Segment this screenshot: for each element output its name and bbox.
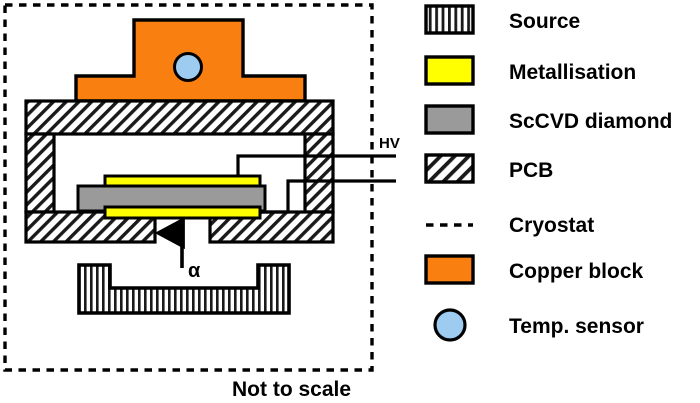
diagonal-hatch-swatch <box>424 153 475 184</box>
legend-item-metallisation: Metallisation <box>424 55 636 86</box>
legend-item-temp-sensor: Temp. sensor <box>433 308 644 342</box>
legend-label-copper-block: Copper block <box>509 260 644 283</box>
source <box>77 263 291 315</box>
legend-label-source: Source <box>509 10 580 33</box>
legend: Source Metallisation ScCVD diamond PCB C… <box>424 4 672 342</box>
pcb <box>24 99 335 244</box>
legend-label-metallisation: Metallisation <box>509 61 636 84</box>
legend-label-temp-sensor: Temp. sensor <box>509 315 644 338</box>
legend-label-pcb: PCB <box>509 159 553 182</box>
legend-item-source: Source <box>424 4 580 35</box>
legend-item-cryostat: Cryostat <box>426 214 594 237</box>
legend-item-copper-block: Copper block <box>424 254 644 285</box>
circle-swatch <box>433 308 467 342</box>
alpha-label: α <box>188 260 201 282</box>
solid-swatch-copper <box>424 254 475 285</box>
cryostat-boundary <box>3 3 374 372</box>
legend-label-sccvd-diamond: ScCVD diamond <box>509 110 672 133</box>
figure-caption: Not to scale <box>232 378 351 401</box>
legend-label-cryostat: Cryostat <box>509 214 594 237</box>
hv-wire-bottom <box>258 179 396 214</box>
vertical-hatch-swatch <box>424 4 475 35</box>
hv-wiring <box>236 154 396 214</box>
metallisation-bottom <box>103 205 262 220</box>
solid-swatch-metallisation <box>424 55 475 86</box>
solid-swatch-diamond <box>424 104 475 135</box>
hv-label: HV <box>379 135 400 152</box>
legend-item-pcb: PCB <box>424 153 553 184</box>
temp-sensor-icon <box>173 52 203 82</box>
hv-wire-top <box>236 154 396 176</box>
legend-item-sccvd-diamond: ScCVD diamond <box>424 104 672 135</box>
